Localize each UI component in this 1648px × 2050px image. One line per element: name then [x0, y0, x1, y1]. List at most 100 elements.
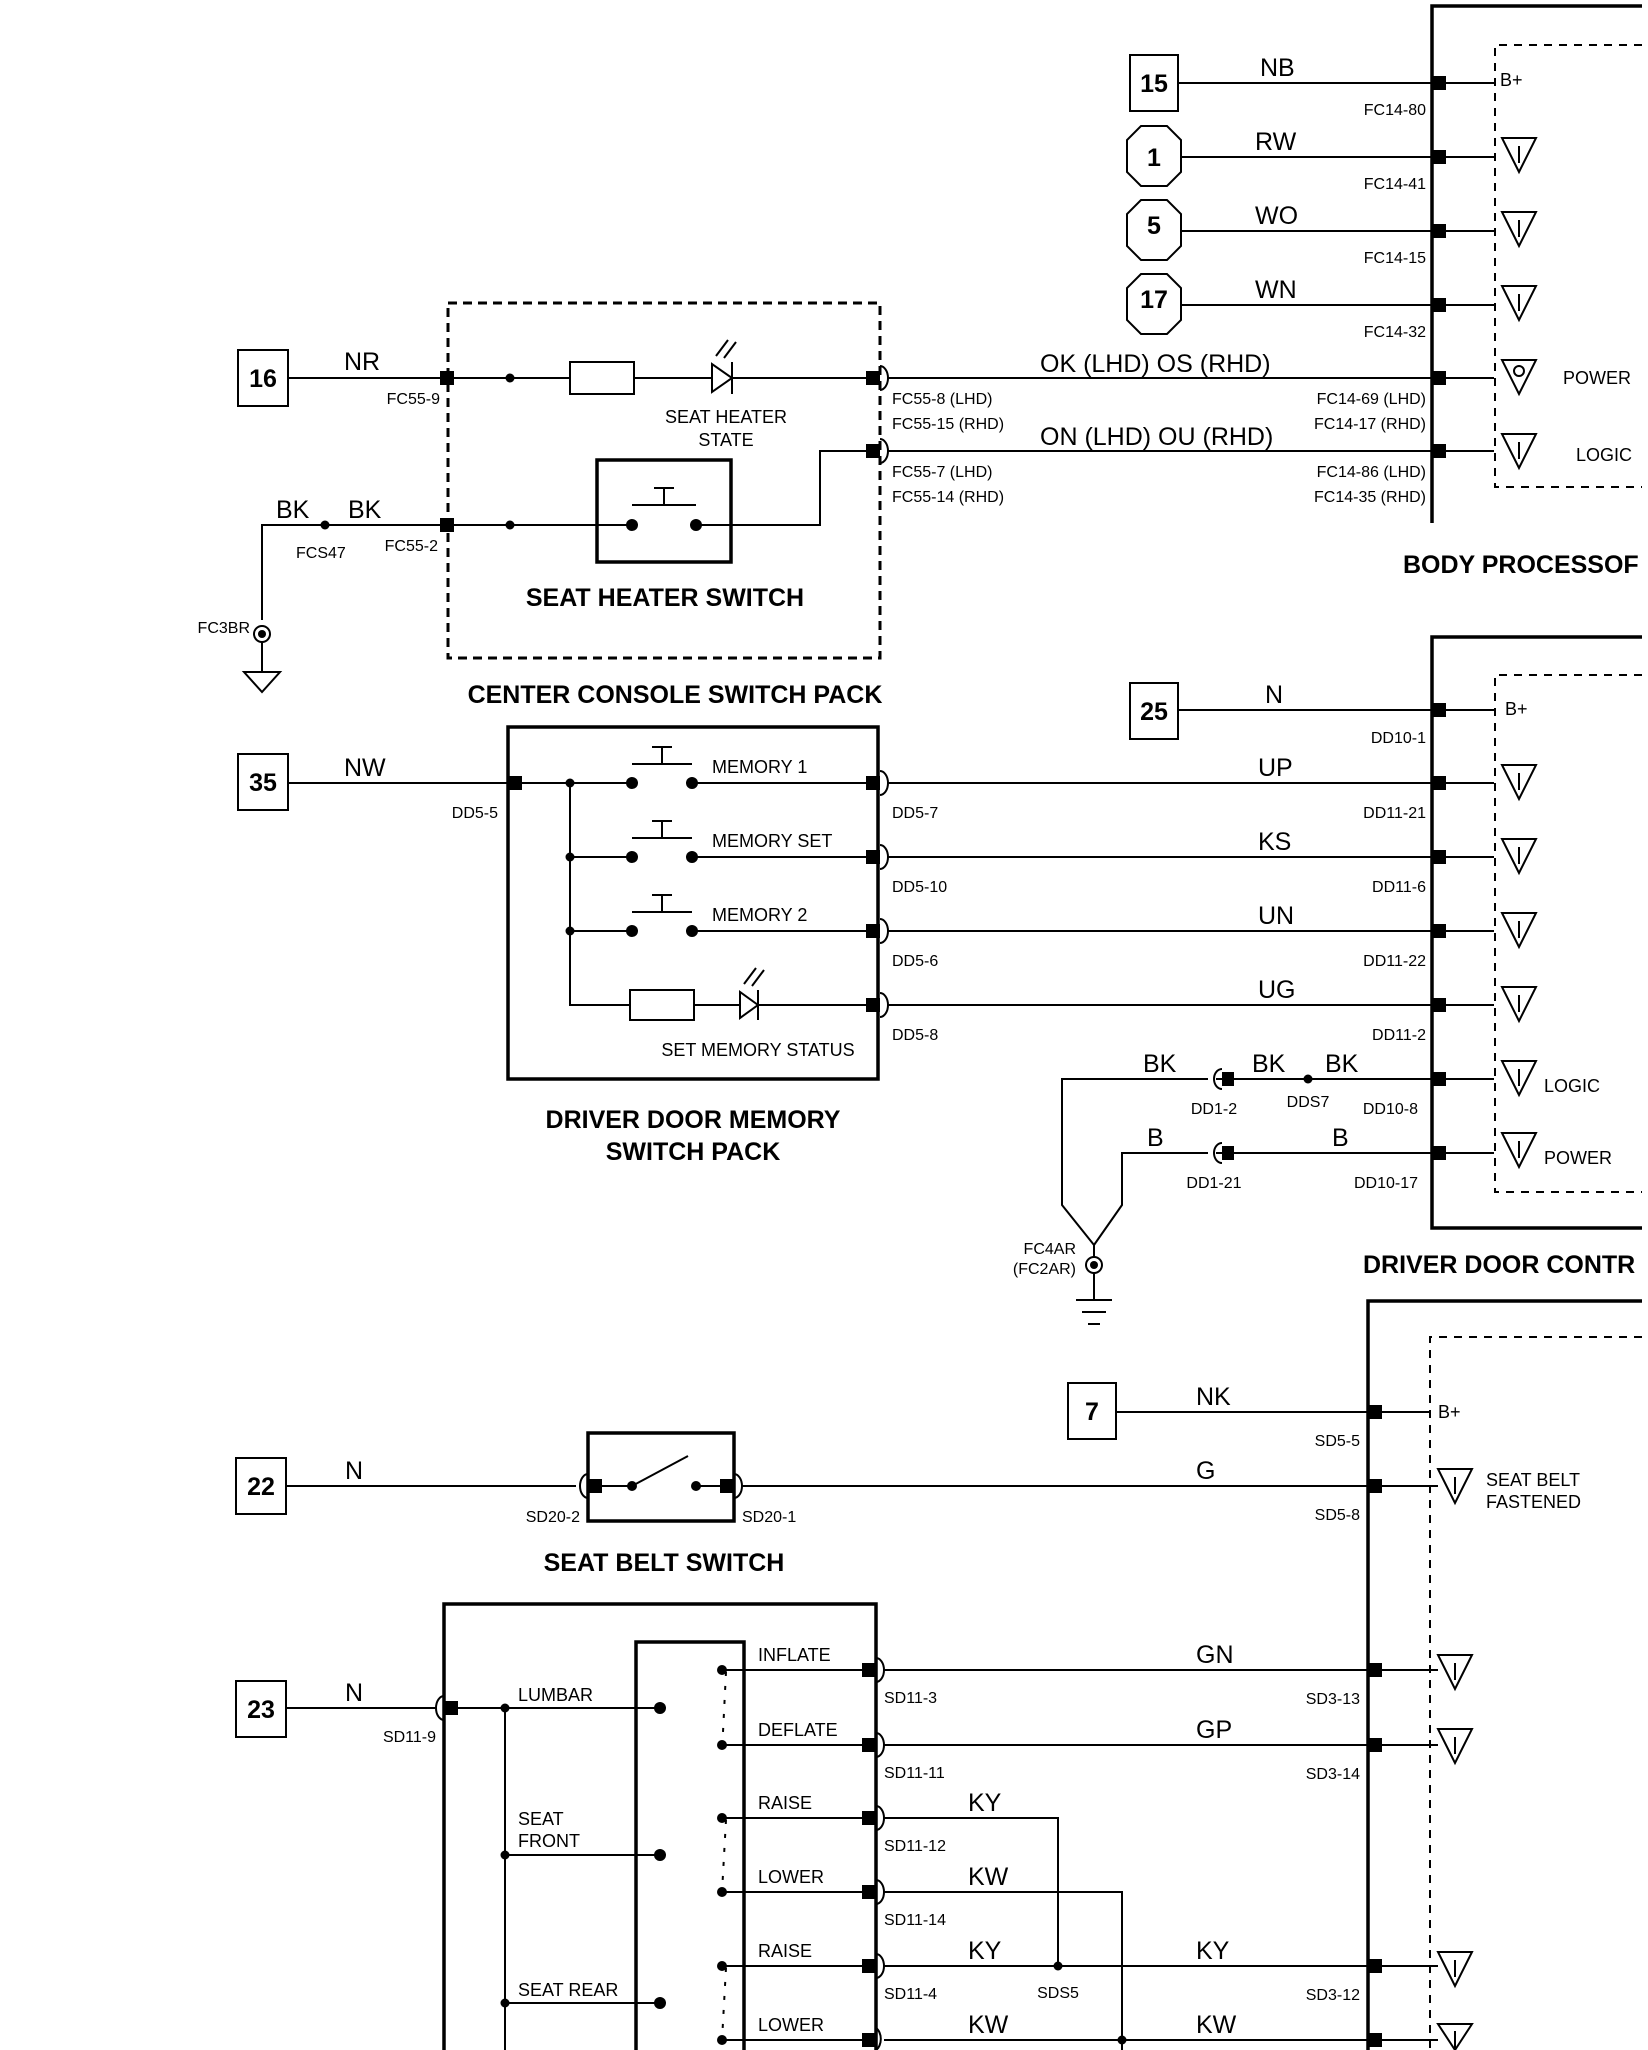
wire-label: RW: [1255, 128, 1297, 156]
wire-label: WO: [1255, 202, 1298, 230]
pin-label: FC55-7 (LHD): [892, 464, 992, 481]
pin-label: SD11-14: [884, 1912, 946, 1929]
connector-pin: [1432, 703, 1446, 717]
switch-group-label: LUMBAR: [518, 1685, 593, 1705]
connector-pin: [1432, 224, 1446, 238]
pin-label: SD5-5: [1315, 1433, 1360, 1450]
connector-pin: [866, 776, 880, 790]
pin-label: SD11-9: [383, 1729, 436, 1746]
seat-switch-pack: [442, 1602, 878, 2050]
pin-label: FC55-14 (RHD): [892, 489, 1004, 506]
ref-number: 16: [249, 365, 277, 393]
pin-label: SD11-3: [884, 1690, 937, 1707]
switch-label: LOWER: [758, 1867, 824, 1887]
wire-label: UN: [1258, 902, 1294, 930]
ref-number: 25: [1140, 698, 1168, 726]
pin-label: FC14-80: [1364, 102, 1426, 119]
ground-label: (FC2AR): [1013, 1261, 1076, 1278]
memory-2-switch: [626, 894, 698, 937]
wire-label: NB: [1260, 54, 1295, 82]
ref-number: 17: [1140, 286, 1168, 314]
splice-label: SDS5: [1037, 1985, 1079, 2002]
switch-label: MEMORY SET: [712, 831, 832, 851]
input-label: FASTENED: [1486, 1492, 1581, 1512]
ref-number: 5: [1147, 212, 1161, 240]
ref-number: 7: [1085, 1398, 1099, 1426]
driver-door-memory-title: SWITCH PACK: [606, 1138, 781, 1166]
connector-pin: [866, 850, 880, 864]
pin-label: SD5-8: [1315, 1507, 1360, 1524]
pin-label: DD1-2: [1191, 1101, 1237, 1118]
led-label: SEAT HEATER: [665, 407, 787, 427]
pin-label: FC55-8 (LHD): [892, 391, 992, 408]
pin-label: DD5-6: [892, 953, 938, 970]
ref-octagon: [1126, 125, 1182, 187]
wire-label: B: [1332, 1124, 1349, 1152]
pin-label: FC14-35 (RHD): [1314, 489, 1426, 506]
seat-belt-switch-box: [586, 1431, 736, 1523]
wire-label: UP: [1258, 754, 1293, 782]
switch-label: RAISE: [758, 1793, 812, 1813]
input-triangle-icon: [1500, 433, 1538, 471]
input-triangle-icon: [1500, 1060, 1538, 1098]
input-triangle-icon: [1500, 359, 1538, 397]
wire-label: BK: [1325, 1050, 1359, 1078]
pin-label: SD11-12: [884, 1838, 946, 1855]
pin-label: SD3-14: [1306, 1766, 1360, 1783]
pin-label: DD5-5: [452, 805, 498, 822]
resistor: [569, 361, 635, 395]
wire-label: NW: [344, 754, 386, 782]
pin-label: DD10-17: [1354, 1175, 1418, 1192]
connector-pin: [866, 444, 880, 458]
ref-number: 15: [1140, 70, 1168, 98]
input-triangle-icon: [1500, 1132, 1538, 1170]
wire-label: KW: [1196, 2011, 1237, 2039]
rocker-switch-contacts: [721, 1671, 727, 2041]
wire-label: WN: [1255, 276, 1297, 304]
logic-label: LOGIC: [1576, 445, 1632, 465]
pin-label: SD20-2: [526, 1509, 580, 1526]
bplus-label: B+: [1438, 1402, 1461, 1422]
switch-label: RAISE: [758, 1941, 812, 1961]
ref-number: 23: [247, 1696, 275, 1724]
pin-label: FC14-15: [1364, 250, 1426, 267]
connector-pin: [1368, 1479, 1382, 1493]
pin-label: DD1-21: [1186, 1175, 1241, 1192]
wire-label: ON (LHD) OU (RHD): [1040, 423, 1273, 451]
switch-label: LOWER: [758, 2015, 824, 2035]
wire-label: BK: [348, 496, 382, 524]
pin-label: FC14-41: [1364, 176, 1426, 193]
connector-pin: [1368, 1663, 1382, 1677]
driver-door-memory-title: DRIVER DOOR MEMORY: [546, 1106, 841, 1134]
pin-label: DD5-8: [892, 1027, 938, 1044]
wire-label: GP: [1196, 1716, 1232, 1744]
power-label: POWER: [1544, 1148, 1612, 1168]
connector-pin: [440, 371, 454, 385]
connector-pin: [1432, 371, 1446, 385]
switch-group-label: SEAT: [518, 1809, 564, 1829]
switch-group-label: FRONT: [518, 1831, 580, 1851]
pin-label: FC55-15 (RHD): [892, 416, 1004, 433]
pin-label: SD11-11: [884, 1765, 945, 1782]
ref-number: 1: [1147, 144, 1161, 172]
connector-pin: [1432, 298, 1446, 312]
seat-switch-inner: [634, 1640, 746, 2050]
wire-label: KS: [1258, 828, 1291, 856]
ground-icon: [1076, 1245, 1112, 1325]
driver-door-control-module: DRIVER DOOR CONTR B+ LOGIC POWER: [1363, 635, 1642, 1279]
input-triangle-icon: [1436, 1951, 1474, 1989]
wire-label: N: [1265, 681, 1283, 709]
pin-label: DD5-10: [892, 879, 947, 896]
wire-label: KW: [968, 2011, 1009, 2039]
ground-icon: [241, 625, 283, 694]
connector-pin: [508, 776, 522, 790]
connector-pin: [1368, 1405, 1382, 1419]
ref-octagon: [1126, 199, 1182, 261]
pin-label: DD5-7: [892, 805, 938, 822]
input-triangle-icon: [1500, 838, 1538, 876]
switch-label: MEMORY 1: [712, 757, 807, 777]
wire-label: KY: [1196, 1937, 1230, 1965]
center-console-title: CENTER CONSOLE SWITCH PACK: [468, 681, 883, 709]
connector-pin: [1368, 2033, 1382, 2047]
